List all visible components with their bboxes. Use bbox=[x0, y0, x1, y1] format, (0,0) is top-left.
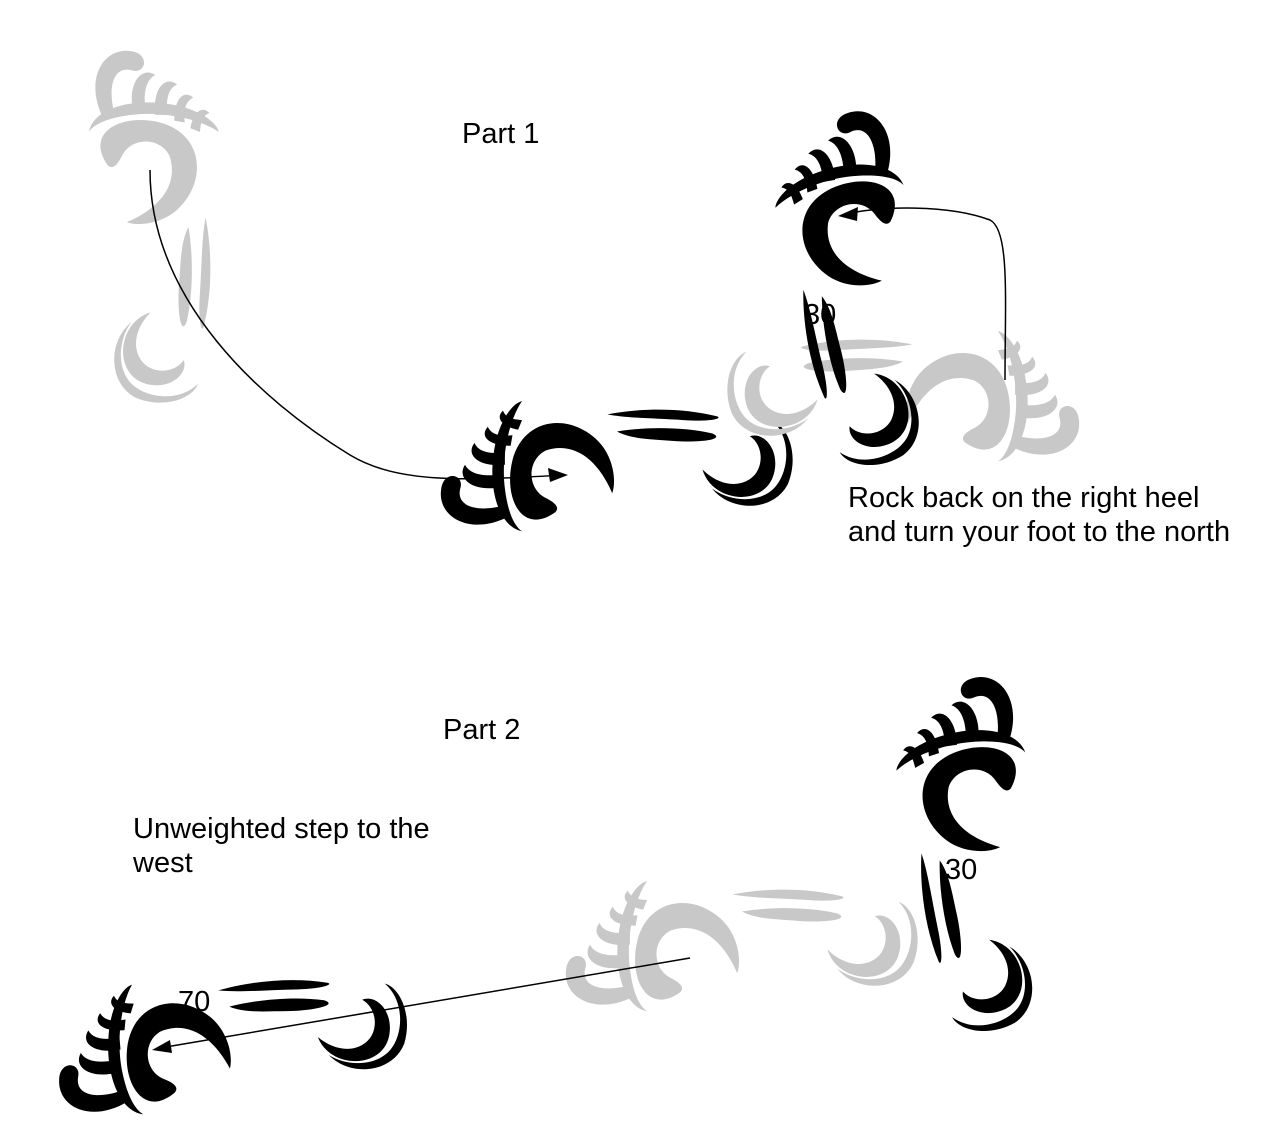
part1-caption: Rock back on the right heel and turn you… bbox=[848, 482, 1231, 548]
part2-caption: Unweighted step to the west bbox=[133, 813, 430, 879]
part1-title: Part 1 bbox=[462, 118, 540, 150]
arrow-part1-right bbox=[841, 207, 1007, 381]
part1-angle-label: 30 bbox=[804, 299, 837, 331]
arrow-part1-left bbox=[149, 169, 566, 480]
black-foot-part2-west bbox=[51, 961, 413, 1122]
arrow-part2 bbox=[159, 957, 691, 1049]
arrowhead-part1-left bbox=[548, 468, 568, 482]
arrowhead-part2 bbox=[152, 1040, 172, 1053]
ghost-foot-part1-left bbox=[88, 50, 219, 403]
part2-title: Part 2 bbox=[443, 714, 521, 746]
part2-angle-label-right: 30 bbox=[945, 854, 978, 886]
ghost-foot-part2-west bbox=[565, 881, 918, 1012]
part2-angle-label-left: 70 bbox=[178, 986, 211, 1018]
arrowhead-part1-right bbox=[838, 207, 858, 221]
